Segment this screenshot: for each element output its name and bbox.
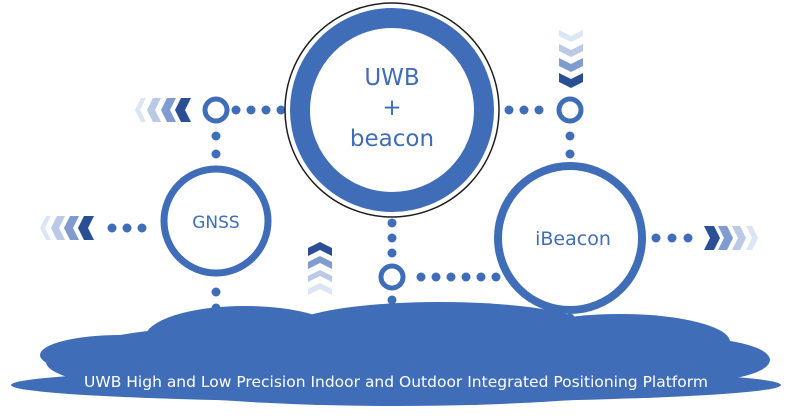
ibeacon-node: iBeacon [494,162,646,314]
platform-title: UWB High and Low Precision Indoor and Ou… [84,373,708,391]
uwb-label-line3: beacon [350,126,434,152]
platform-cloud [11,302,781,406]
gnss-node: GNSS [160,165,272,277]
ibeacon-label: iBeacon [535,228,611,250]
signal-chevrons-top-right-icon [559,30,583,88]
uwb-beacon-hub: UWB + beacon [284,2,500,218]
signal-chevrons-right-icon [704,226,758,250]
uwb-label-line2: + [382,95,401,121]
signal-chevrons-top-left-icon [135,98,191,122]
signal-chevrons-left-icon [40,216,94,240]
signal-chevrons-center-icon [308,242,332,295]
connector-node-center [378,263,406,291]
gnss-label: GNSS [192,213,239,233]
connector-node-top-left [202,96,230,124]
uwb-label-line1: UWB [364,65,419,91]
connector-node-top-right [556,96,584,124]
